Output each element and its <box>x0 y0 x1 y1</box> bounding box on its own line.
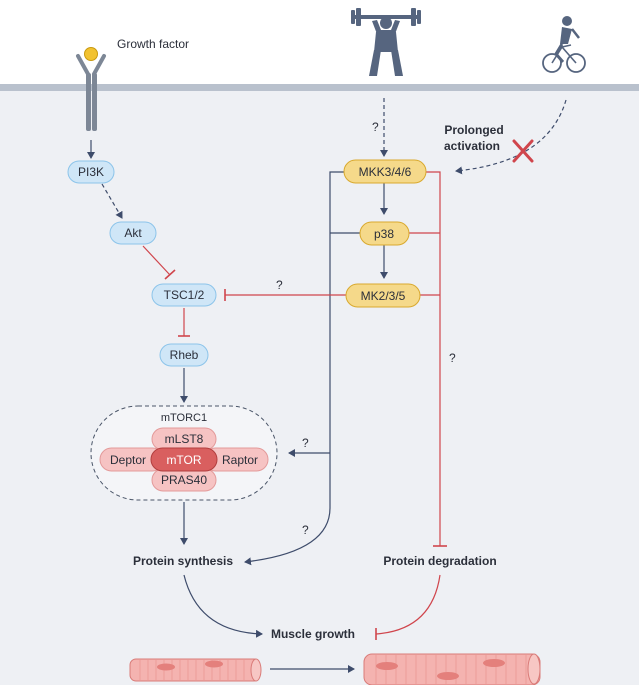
mlst8-label: mLST8 <box>165 432 204 446</box>
extracellular-space <box>0 0 639 84</box>
inhibit-mapk-degradation <box>426 171 441 546</box>
arrow-endurance-mkk <box>455 99 567 175</box>
small-muscle-fibre <box>129 658 262 682</box>
akt-label: Akt <box>124 226 142 240</box>
protein-degradation-label: Protein degradation <box>383 554 496 568</box>
weightlifter-icon <box>351 8 421 76</box>
question-mark-synthesis: ? <box>302 523 309 537</box>
question-mark-resistance: ? <box>372 120 379 134</box>
prolonged-label-line2: activation <box>444 139 500 153</box>
growth-factor-label: Growth factor <box>117 37 189 51</box>
arrow-mapk-synthesis <box>244 171 344 566</box>
question-mark-degradation: ? <box>449 351 456 365</box>
rheb-label: Rheb <box>170 348 199 362</box>
prolonged-label-line1: Prolonged <box>444 123 503 137</box>
p38-node <box>359 221 410 246</box>
cyclist-icon <box>542 16 586 73</box>
cell-membrane <box>0 84 639 91</box>
block-cross-icon <box>512 139 534 163</box>
cytoplasm <box>0 91 639 685</box>
pras40-label: PRAS40 <box>161 473 207 487</box>
deptor-label: Deptor <box>110 453 146 467</box>
receptor-icon <box>76 54 106 131</box>
rheb-node <box>159 343 209 367</box>
arrow-synthesis-growth <box>183 574 263 638</box>
mkk-label: MKK3/4/6 <box>359 165 412 179</box>
protein-synthesis-label: Protein synthesis <box>133 554 233 568</box>
mk-node <box>345 283 421 308</box>
mtor-node <box>150 447 218 472</box>
mtor-label: mTOR <box>166 453 201 467</box>
p38-label: p38 <box>374 227 394 241</box>
mtorc1-label: mTORC1 <box>161 412 207 424</box>
question-mark-mtorc1: ? <box>302 436 309 450</box>
inhibit-akt-tsc <box>142 245 171 276</box>
inhibit-degradation-growth <box>375 574 441 635</box>
akt-node <box>109 221 157 245</box>
raptor-label: Raptor <box>222 453 258 467</box>
mkk-node <box>343 159 427 184</box>
mk-label: MK2/3/5 <box>361 289 406 303</box>
pi3k-label: PI3K <box>78 165 104 179</box>
pi3k-node <box>67 160 115 184</box>
growth-factor-ligand <box>84 47 98 61</box>
muscle-growth-label: Muscle growth <box>271 627 355 641</box>
tsc-label: TSC1/2 <box>164 288 205 302</box>
inhibit-bar-akt-tsc <box>164 269 176 280</box>
question-mark-mk-tsc: ? <box>276 278 283 292</box>
large-muscle-fibre <box>363 653 541 685</box>
tsc-node <box>151 283 217 307</box>
